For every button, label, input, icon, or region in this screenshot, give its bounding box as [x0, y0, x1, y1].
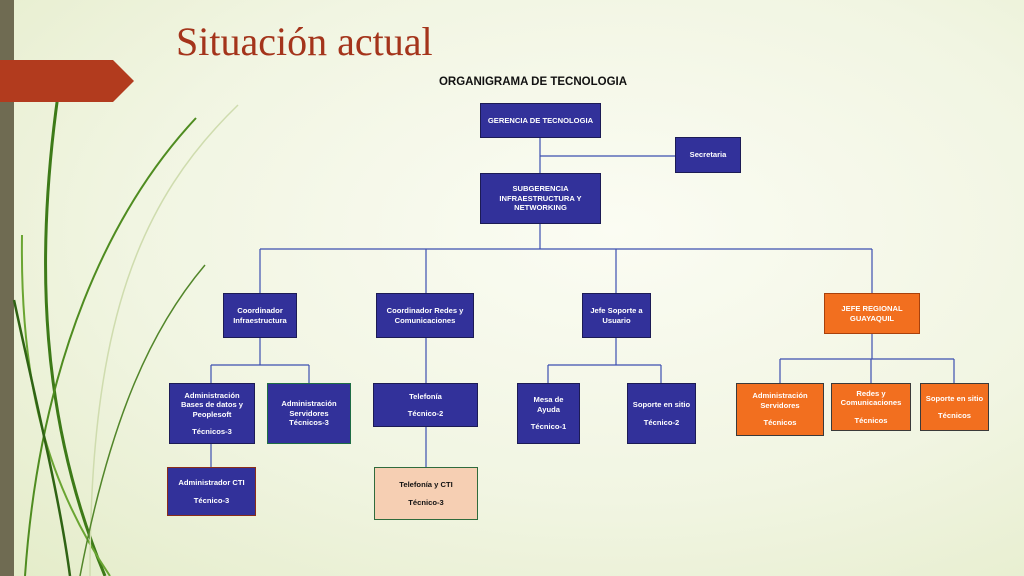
node-gye-soporte-sitio: Soporte en sitio Técnicos: [920, 383, 989, 431]
node-label: Administrador CTI: [178, 478, 245, 488]
node-jefe-regional: JEFE REGIONAL GUAYAQUIL: [824, 293, 920, 334]
decorative-leaf-strokes: [12, 94, 239, 576]
node-staff: Técnico-2: [643, 417, 680, 427]
node-gerencia-tecnologia: GERENCIA DE TECNOLOGIA: [480, 103, 601, 138]
node-label: Soporte en sitio: [925, 393, 984, 403]
node-telefonia-cti: Telefonía y CTI Técnico-3: [374, 467, 478, 520]
node-gye-redes: Redes y Comunicaciones Técnicos: [831, 383, 911, 431]
node-coordinador-redes: Coordinador Redes y Comunicaciones: [376, 293, 474, 338]
node-label: Administración Servidores: [281, 399, 337, 418]
node-jefe-soporte: Jefe Soporte a Usuario: [582, 293, 651, 338]
node-staff: Técnicos: [938, 411, 971, 420]
node-label: Telefonía y CTI: [399, 480, 453, 490]
node-secretaria: Secretaria: [675, 137, 741, 173]
node-label: Jefe Soporte a Usuario: [590, 306, 643, 325]
node-admin-cti: Administrador CTI Técnico-3: [167, 467, 256, 516]
node-coordinador-infraestructura: Coordinador Infraestructura: [223, 293, 297, 338]
node-staff: Técnicos: [854, 415, 888, 425]
node-staff: Técnico-3: [193, 495, 230, 505]
node-label: Soporte en sitio: [632, 400, 691, 410]
node-label: Administración Servidores: [752, 391, 808, 410]
node-label: Coordinador Infraestructura: [233, 306, 287, 325]
node-label: Redes y Comunicaciones: [840, 388, 902, 408]
node-telefonia: Telefonía Técnico-2: [373, 383, 478, 427]
node-subgerencia: SUBGERENCIA INFRAESTRUCTURA Y NETWORKING: [480, 173, 601, 224]
node-staff: Técnico-3: [408, 497, 444, 507]
node-admin-servidores: Administración Servidores Técnicos-3: [267, 383, 351, 444]
node-staff: Técnicos: [763, 418, 797, 428]
node-label: Administración Bases de datos y Peopleso…: [180, 390, 244, 419]
node-label: Coordinador Redes y Comunicaciones: [386, 306, 464, 325]
node-mesa-ayuda: Mesa de Ayuda Técnico-1: [517, 383, 580, 444]
node-staff: Técnico-1: [530, 422, 567, 432]
node-gye-admin-servidores: Administración Servidores Técnicos: [736, 383, 824, 436]
node-label: Secretaria: [689, 150, 727, 160]
slide-title: Situación actual: [176, 19, 433, 64]
node-label: JEFE REGIONAL GUAYAQUIL: [841, 304, 903, 323]
node-label: SUBGERENCIA INFRAESTRUCTURA Y NETWORKING: [499, 184, 582, 213]
node-admin-bases-datos: Administración Bases de datos y Peopleso…: [169, 383, 255, 444]
node-soporte-sitio: Soporte en sitio Técnico-2: [627, 383, 696, 444]
node-label: GERENCIA DE TECNOLOGIA: [487, 115, 594, 125]
node-staff: Técnicos-3: [192, 426, 232, 436]
node-staff: Técnicos-3: [289, 418, 329, 428]
title-ribbon: [0, 60, 134, 102]
left-accent-bar: [0, 0, 14, 576]
node-staff: Técnico-2: [407, 409, 444, 418]
org-chart-title: ORGANIGRAMA DE TECNOLOGIA: [438, 76, 628, 88]
node-label: Telefonía: [409, 391, 442, 401]
node-label: Mesa de Ayuda: [533, 395, 564, 414]
